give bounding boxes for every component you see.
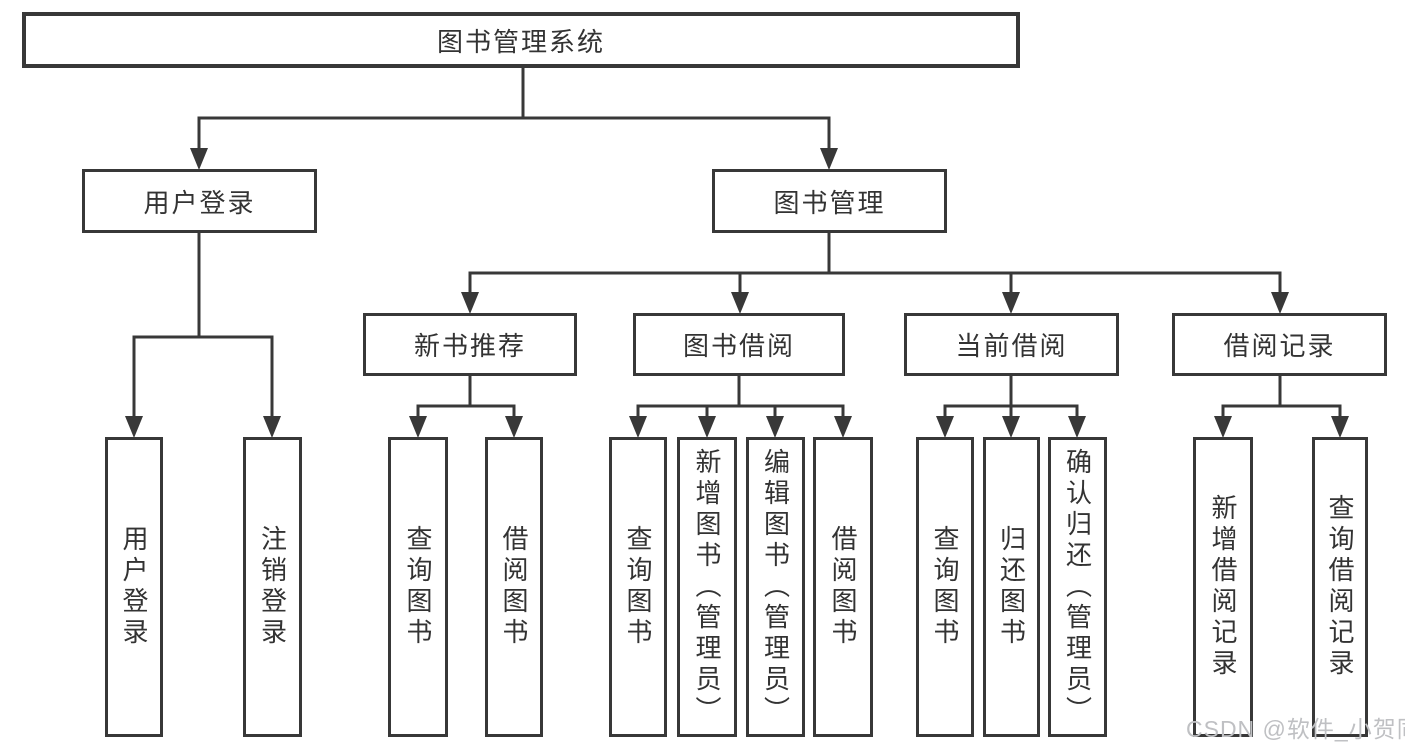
branch-new-book-recommend-to-leaves [409, 376, 523, 438]
leaf-return-books: 归还图书 [983, 437, 1040, 737]
node-label: 图书管理系统 [436, 26, 605, 57]
node-label: 图书借阅 [682, 331, 795, 361]
leaf-label: 借阅图书 [828, 525, 858, 649]
leaf-label: 归还图书 [996, 525, 1027, 649]
node-label: 当前借阅 [955, 331, 1068, 361]
node-borrow-records: 借阅记录 [1172, 313, 1387, 376]
node-root-library-system: 图书管理系统 [22, 12, 1020, 68]
branch-book-management-to-level3 [461, 233, 1289, 314]
leaf-add-books-admin: 新增图书（管理员） [677, 437, 737, 737]
leaf-query-borrow-record: 查询借阅记录 [1312, 437, 1368, 737]
leaf-user-login: 用户登录 [105, 437, 163, 737]
leaf-label: 查询图书 [930, 525, 960, 649]
branch-user-login-to-leaves [125, 233, 281, 438]
leaf-label: 借阅图书 [499, 525, 529, 649]
branch-book-borrow-to-leaves [629, 376, 852, 438]
leaf-label: 新增图书（管理员） [692, 447, 722, 727]
branch-borrow-records-to-leaves [1214, 376, 1349, 438]
leaf-query-books-3: 查询图书 [916, 437, 974, 737]
leaf-borrow-books-2: 借阅图书 [813, 437, 873, 737]
leaf-confirm-return-admin: 确认归还（管理员） [1048, 437, 1107, 737]
node-label: 用户登录 [143, 187, 256, 218]
leaf-label: 编辑图书（管理员） [760, 447, 791, 727]
leaf-add-borrow-record: 新增借阅记录 [1193, 437, 1253, 737]
leaf-logout: 注销登录 [243, 437, 302, 737]
leaf-label: 查询借阅记录 [1325, 494, 1355, 680]
leaf-label: 查询图书 [403, 525, 433, 649]
node-book-management: 图书管理 [712, 169, 947, 233]
csdn-watermark: CSDN @软件_小贺同学 [1186, 716, 1405, 742]
leaf-query-books-1: 查询图书 [388, 437, 448, 737]
node-label: 借阅记录 [1223, 331, 1336, 361]
leaf-borrow-books-1: 借阅图书 [485, 437, 543, 737]
node-current-borrow: 当前借阅 [904, 313, 1119, 376]
leaf-label: 新增借阅记录 [1208, 494, 1238, 680]
node-book-borrow: 图书借阅 [633, 313, 845, 376]
node-user-login: 用户登录 [82, 169, 317, 233]
leaf-label: 注销登录 [257, 525, 288, 649]
leaf-label: 确认归还（管理员） [1062, 447, 1093, 727]
branch-root-to-level2 [190, 68, 838, 170]
node-label: 新书推荐 [413, 331, 526, 361]
node-label: 图书管理 [773, 187, 886, 218]
branch-current-borrow-to-leaves [936, 376, 1086, 438]
leaf-query-books-2: 查询图书 [609, 437, 667, 737]
leaf-label: 查询图书 [623, 525, 653, 649]
leaf-label: 用户登录 [119, 525, 149, 649]
leaf-edit-books-admin: 编辑图书（管理员） [746, 437, 805, 737]
node-new-book-recommend: 新书推荐 [363, 313, 577, 376]
